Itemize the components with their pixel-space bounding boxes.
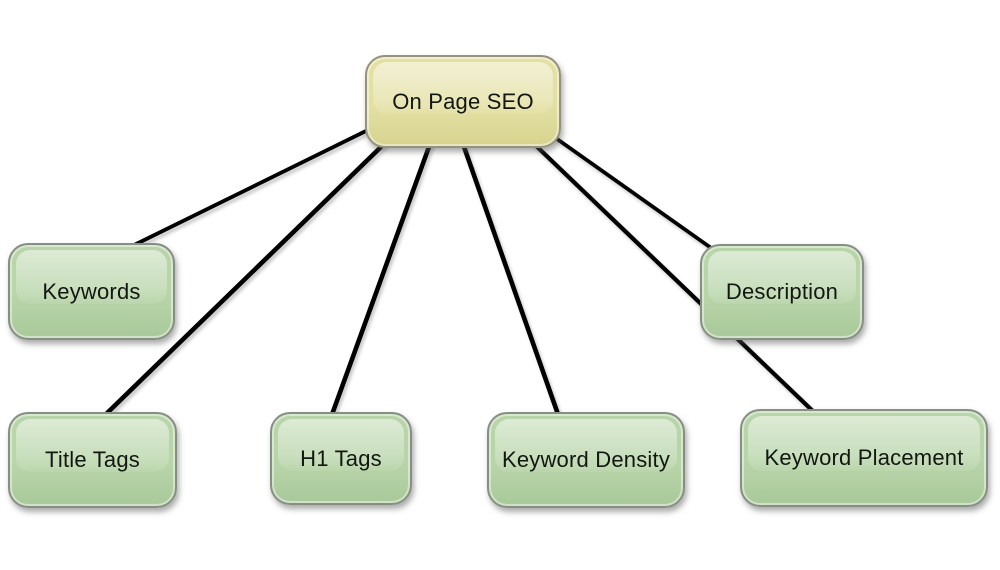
gloss-highlight <box>495 419 677 473</box>
node-label: Keyword Density <box>501 447 671 472</box>
edge-root-description <box>548 132 716 252</box>
node-keywords: Keywords <box>8 243 175 340</box>
gloss-highlight <box>708 251 856 305</box>
node-label: On Page SEO <box>392 88 534 114</box>
node-h1-tags: H1 Tags <box>270 412 412 505</box>
gloss-highlight <box>278 419 404 471</box>
gloss-highlight <box>16 419 169 473</box>
edge-root-title-tags <box>99 141 387 421</box>
node-keyword-density: Keyword Density <box>487 412 685 508</box>
node-keyword-placement: Keyword Placement <box>740 409 988 507</box>
node-label: Keyword Placement <box>764 445 964 470</box>
edge-root-keywords <box>122 126 374 252</box>
gloss-highlight <box>16 250 167 304</box>
node-title-tags: Title Tags <box>8 412 177 508</box>
node-description: Description <box>700 244 864 340</box>
gloss-highlight <box>748 416 980 471</box>
node-label: Keywords <box>42 278 141 304</box>
edge-root-keyword-placement <box>527 137 821 419</box>
node-label: H1 Tags <box>300 445 382 471</box>
gloss-highlight <box>373 62 553 114</box>
node-on-page-seo: On Page SEO <box>365 55 561 148</box>
edge-root-h1-tags <box>327 141 433 423</box>
edge-root-keyword-density <box>460 141 563 423</box>
node-label: Title Tags <box>45 447 140 472</box>
node-label: Description <box>725 279 839 304</box>
